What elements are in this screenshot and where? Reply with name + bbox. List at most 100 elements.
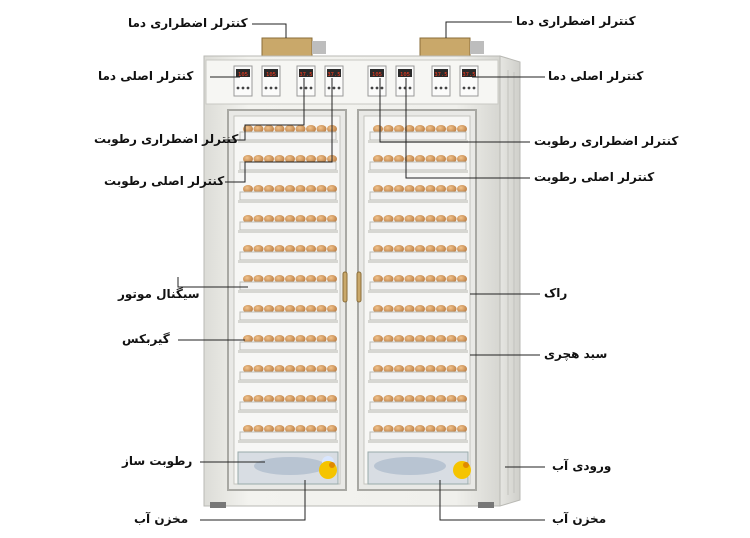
egg	[295, 155, 306, 163]
egg-tray	[368, 275, 468, 293]
label-water-tank-left: مخزن آب	[134, 512, 189, 526]
egg	[373, 335, 383, 343]
egg	[285, 395, 295, 403]
egg	[306, 305, 316, 313]
egg	[243, 365, 253, 373]
egg	[425, 335, 436, 343]
egg	[436, 395, 446, 403]
egg	[295, 185, 306, 193]
egg	[316, 365, 327, 373]
egg	[373, 215, 383, 223]
egg	[436, 155, 446, 163]
egg	[373, 395, 383, 403]
egg	[295, 335, 306, 343]
controller-readout: 37.5	[327, 72, 340, 78]
controller-unit: 37.5	[324, 65, 344, 97]
egg	[404, 275, 415, 283]
egg	[394, 185, 404, 193]
egg	[404, 245, 415, 253]
egg	[306, 365, 316, 373]
egg	[446, 395, 457, 403]
egg-tray	[368, 335, 468, 353]
egg	[404, 185, 415, 193]
egg	[425, 425, 436, 433]
egg	[436, 245, 446, 253]
egg-trays-left	[238, 125, 338, 443]
egg	[264, 275, 274, 283]
egg	[394, 215, 404, 223]
egg	[457, 185, 467, 193]
egg	[383, 425, 394, 433]
egg	[446, 155, 457, 163]
egg	[253, 425, 264, 433]
controller-button	[309, 86, 313, 90]
label-humidifier: رطوبت ساز	[122, 454, 193, 468]
egg	[415, 305, 425, 313]
egg	[306, 215, 316, 223]
egg	[253, 245, 264, 253]
egg	[253, 185, 264, 193]
egg	[394, 425, 404, 433]
egg	[316, 395, 327, 403]
egg	[253, 305, 264, 313]
egg	[373, 305, 383, 313]
egg	[404, 425, 415, 433]
controller-button	[269, 86, 273, 90]
egg	[253, 335, 264, 343]
egg	[243, 215, 253, 223]
egg	[394, 155, 404, 163]
controller-button	[327, 86, 331, 90]
egg	[425, 245, 436, 253]
egg	[404, 215, 415, 223]
egg	[327, 395, 337, 403]
egg	[394, 365, 404, 373]
egg	[436, 425, 446, 433]
egg	[327, 215, 337, 223]
controller-readout: 105	[372, 72, 382, 78]
egg	[274, 245, 285, 253]
controller-unit: 37.5	[459, 65, 479, 97]
chick-logo-left	[319, 461, 337, 479]
egg	[264, 425, 274, 433]
egg	[394, 395, 404, 403]
egg	[327, 275, 337, 283]
controller-button	[434, 86, 438, 90]
egg	[457, 215, 467, 223]
egg	[274, 125, 285, 133]
egg	[316, 425, 327, 433]
egg	[394, 125, 404, 133]
egg	[316, 125, 327, 133]
egg	[383, 335, 394, 343]
controller-button	[380, 86, 384, 90]
egg	[253, 395, 264, 403]
egg-tray	[238, 155, 338, 173]
egg	[383, 185, 394, 193]
egg	[383, 215, 394, 223]
egg	[446, 305, 457, 313]
egg	[327, 305, 337, 313]
controller-button	[304, 86, 308, 90]
egg	[383, 155, 394, 163]
egg-tray	[238, 395, 338, 413]
egg	[253, 155, 264, 163]
egg	[316, 335, 327, 343]
egg-tray	[238, 425, 338, 443]
egg	[285, 425, 295, 433]
egg	[253, 365, 264, 373]
egg-tray	[238, 305, 338, 323]
egg	[373, 185, 383, 193]
egg-tray	[368, 245, 468, 263]
egg	[306, 245, 316, 253]
egg	[274, 425, 285, 433]
egg	[243, 425, 253, 433]
egg	[295, 275, 306, 283]
egg-tray	[238, 275, 338, 293]
egg	[446, 425, 457, 433]
egg-tray	[368, 305, 468, 323]
egg	[457, 275, 467, 283]
egg	[327, 335, 337, 343]
controller-button	[274, 86, 278, 90]
label-rack: راک	[544, 286, 568, 300]
controller-unit: 105	[367, 65, 387, 97]
egg	[285, 185, 295, 193]
